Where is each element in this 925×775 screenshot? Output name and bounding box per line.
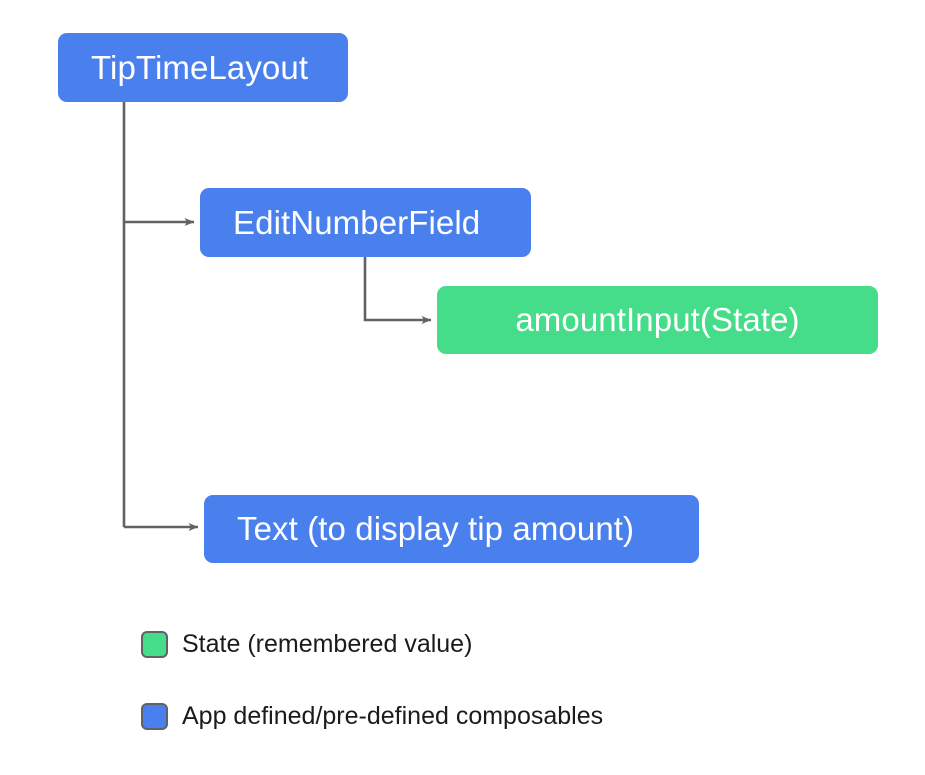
node-tiptimelayout-label: TipTimeLayout xyxy=(91,48,309,86)
legend-swatch-state-icon xyxy=(141,631,168,658)
node-editnumberfield-label: EditNumberField xyxy=(233,203,481,241)
node-text-tip-label: Text (to display tip amount) xyxy=(237,510,635,547)
legend-item-composables: App defined/pre-defined composables xyxy=(141,702,603,731)
node-editnumberfield[interactable]: EditNumberField xyxy=(200,188,531,257)
node-amountinput-state[interactable]: amountInput(State) xyxy=(437,286,878,354)
node-text-tip-amount[interactable]: Text (to display tip amount) xyxy=(204,495,699,563)
legend-swatch-composable-icon xyxy=(141,703,168,730)
legend-label-state: State (remembered value) xyxy=(182,630,473,658)
legend-item-state: State (remembered value) xyxy=(141,630,472,659)
node-tiptimelayout[interactable]: TipTimeLayout xyxy=(58,33,348,102)
node-amountinput-label: amountInput(State) xyxy=(515,301,800,338)
edge-editnumberfield-to-amountinput xyxy=(363,257,432,324)
legend-label-composables: App defined/pre-defined composables xyxy=(182,702,604,730)
